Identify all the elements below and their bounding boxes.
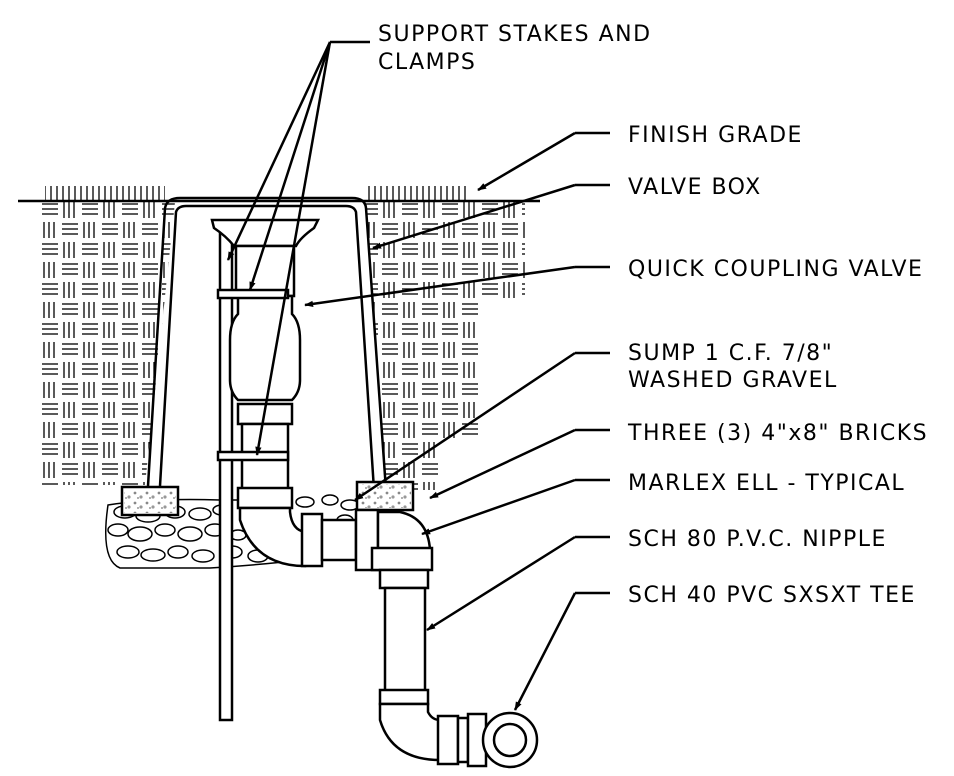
label-sump-line2: WASHED GRAVEL — [628, 368, 838, 393]
label-finish-grade: FINISH GRADE — [628, 123, 803, 148]
label-valve-box: VALVE BOX — [628, 175, 762, 200]
label-marlex-ell: MARLEX ELL - TYPICAL — [628, 471, 905, 496]
bricks — [120, 480, 415, 517]
support-stake — [218, 226, 234, 722]
soil-hatch — [42, 186, 525, 490]
label-sch40-tee: SCH 40 PVC SXSXT TEE — [628, 583, 916, 608]
quick-coupling-valve — [210, 218, 321, 492]
label-sch80-nipple: SCH 80 P.V.C. NIPPLE — [628, 527, 887, 552]
label-support-stakes-line1: SUPPORT STAKES AND — [378, 22, 652, 47]
label-quick-coupling-valve: QUICK COUPLING VALVE — [628, 257, 923, 282]
label-bricks: THREE (3) 4"x8" BRICKS — [627, 421, 928, 446]
valve-box — [146, 196, 388, 491]
label-sump-line1: SUMP 1 C.F. 7/8" — [628, 341, 833, 366]
sch80-nipple — [378, 568, 430, 706]
leaders — [226, 40, 610, 711]
label-support-stakes-line2: CLAMPS — [378, 50, 476, 75]
sch40-tee — [378, 702, 539, 769]
marlex-ell — [236, 486, 434, 572]
